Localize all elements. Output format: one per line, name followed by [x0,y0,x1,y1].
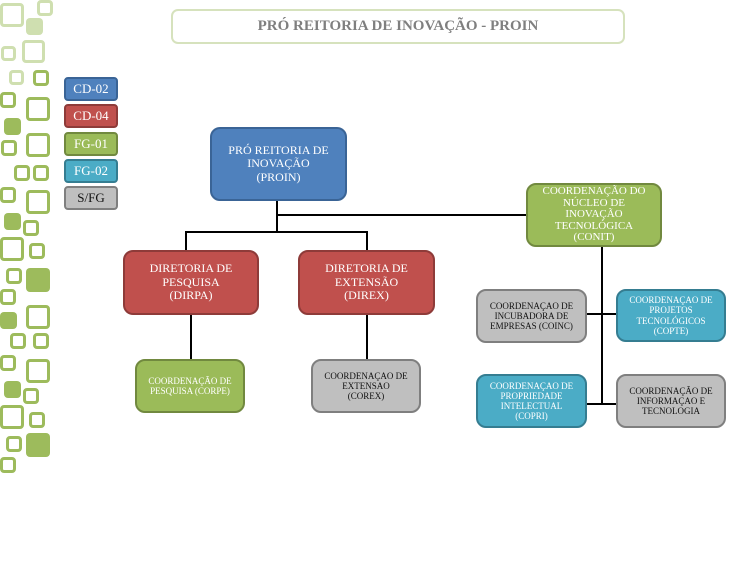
node-proin: PRÓ REITORIA DE INOVAÇÃO (PROIN) [210,127,347,201]
deco-square [0,355,16,371]
deco-square [26,190,50,214]
deco-square [23,388,39,404]
connector-line [366,231,368,252]
legend-label: FG-02 [74,163,108,178]
legend-item-fg02: FG-02 [64,159,118,183]
connector-line [277,214,527,216]
legend-item-cd04: CD-04 [64,104,118,128]
node-conit: COORDENAÇÃO DO NÚCLEO DE INOVAÇÃO TECNOL… [526,183,662,247]
deco-square [26,305,50,329]
legend-label: S/FG [77,190,105,205]
deco-square [29,412,45,428]
deco-square [23,220,39,236]
node-label: DIRETORIA DE PESQUISA (DIRPA) [149,261,233,303]
legend-label: CD-04 [73,108,109,123]
node-copri: COORDENAÇAO DE PROPRIEDADE INTELECTUAL (… [476,374,587,428]
legend-item-cd02: CD-02 [64,77,118,101]
connector-line [190,314,192,360]
deco-square [26,133,50,157]
deco-square [14,165,30,181]
deco-square [0,312,17,329]
deco-square [26,97,50,121]
connector-line [587,313,618,315]
deco-square [4,213,21,230]
node-label: PRÓ REITORIA DE INOVAÇÃO (PROIN) [228,142,329,184]
connector-line [366,314,368,360]
node-label: COORDENAÇÃO DE INFORMAÇAO E TECNOLOGIA [629,385,713,417]
deco-square [0,289,16,305]
legend-item-fg01: FG-01 [64,132,118,156]
deco-square [9,70,24,85]
deco-square [4,381,21,398]
deco-square [6,268,22,284]
node-label: COORDENAÇÃO DO NÚCLEO DE INOVAÇÃO TECNOL… [542,185,646,244]
deco-square [26,18,43,35]
legend-label: CD-02 [73,81,109,96]
node-dirpa: DIRETORIA DE PESQUISA (DIRPA) [123,250,259,315]
node-label: COORDENAÇAO DE INCUBADORA DE EMPRESAS (C… [489,300,574,332]
deco-square [0,3,24,27]
connector-line [276,201,278,233]
deco-square [1,140,17,156]
node-direx: DIRETORIA DE EXTENSÃO (DIREX) [298,250,435,315]
deco-square [6,436,22,452]
deco-square [1,46,16,61]
legend-label: FG-01 [74,136,108,151]
deco-square [0,457,16,473]
connector-line [586,403,618,405]
node-coinc: COORDENAÇAO DE INCUBADORA DE EMPRESAS (C… [476,289,587,343]
deco-square [33,333,49,349]
deco-square [0,92,16,108]
node-label: DIRETORIA DE EXTENSÃO (DIREX) [325,261,408,303]
node-corex: COORDENAÇAO DE EXTENSAO (COREX) [311,359,421,413]
deco-square [22,40,45,63]
page-title: PRÓ REITORIA DE INOVAÇÃO - PROIN [171,9,625,44]
deco-square [33,165,49,181]
deco-square [0,237,24,261]
deco-square [26,359,50,383]
connector-line [601,247,603,405]
connector-line [185,231,368,233]
node-label: COORDENAÇAO DE EXTENSAO (COREX) [324,370,408,402]
node-label: COORDENAÇAO DE PROPRIEDADE INTELECTUAL (… [489,380,574,422]
deco-square [0,405,24,429]
node-label: COORDENAÇÃO DE PESQUISA (CORPE) [148,375,232,396]
deco-square [4,118,21,135]
node-corpe: COORDENAÇÃO DE PESQUISA (CORPE) [135,359,245,413]
legend-item-sfg: S/FG [64,186,118,210]
node-copte: COORDENAÇAO DE PROJETOS TECNOLÓGICOS (CO… [616,289,726,342]
deco-square [37,0,53,16]
deco-square [33,70,49,86]
node-label: COORDENAÇAO DE PROJETOS TECNOLÓGICOS (CO… [629,295,713,336]
deco-square [26,433,50,457]
connector-line [185,231,187,252]
page-title-text: PRÓ REITORIA DE INOVAÇÃO - PROIN [257,18,539,34]
deco-square [29,243,45,259]
deco-square [10,333,26,349]
deco-square [0,187,16,203]
node-cit: COORDENAÇÃO DE INFORMAÇAO E TECNOLOGIA [616,374,726,428]
deco-square [26,268,50,292]
